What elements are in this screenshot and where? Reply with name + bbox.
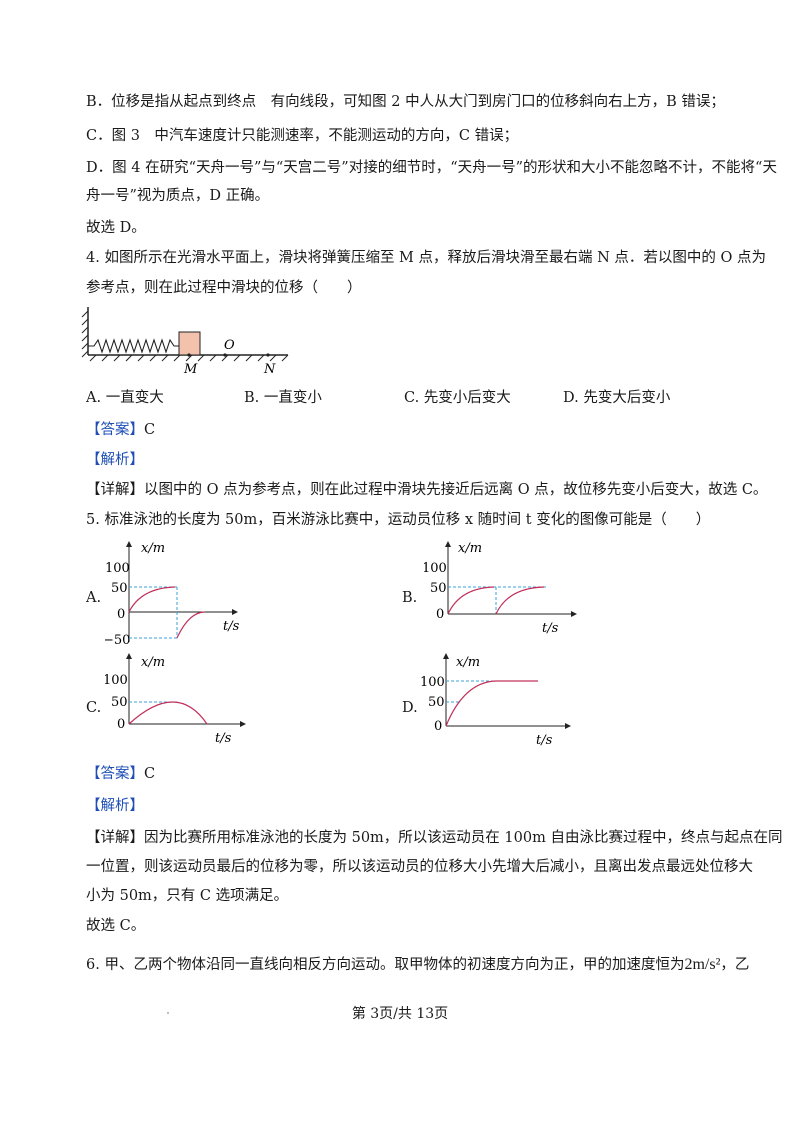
tick-0: 0: [436, 607, 444, 622]
option-d-explanation-line2: 舟一号”视为质点，D 正确。: [86, 188, 270, 204]
detail-tag: 【详解】: [86, 830, 144, 846]
tick-100: 100: [420, 675, 445, 690]
q5-choose-statement: 故选 C。: [86, 918, 146, 934]
q4-option-d: D. 先变大后变小: [563, 390, 671, 406]
tick-100: 100: [424, 561, 447, 576]
q4-analysis-tag: 【解析】: [86, 450, 144, 470]
answer-value: C: [144, 422, 156, 438]
q4-option-b: B. 一直变小: [244, 390, 322, 406]
q5-analysis-tag: 【解析】: [86, 796, 144, 816]
xlabel: t/s: [542, 621, 559, 636]
option-d-explanation-line1: D．图 4 在研究“天舟一号”与“天宫二号”对接的细节时，“天舟一号”的形状和大…: [86, 160, 777, 176]
q4-spring-figure: O M N: [81, 307, 289, 377]
xlabel: t/s: [215, 731, 232, 746]
detail-text: 因为比赛所用标准泳池的长度为 50m，所以该运动员在 100m 自由泳比赛过程中…: [144, 830, 783, 846]
answer-tag: 【答案】: [86, 422, 144, 438]
q4-answer: 【答案】C: [86, 420, 155, 440]
xlabel: t/s: [223, 619, 240, 634]
q4-stem-line1: 4. 如图所示在光滑水平面上，滑块将弹簧压缩至 M 点，释放后滑块滑至最右端 N…: [86, 250, 767, 266]
slider-block: [178, 331, 201, 356]
ylabel: x/m: [141, 655, 165, 670]
tick-0: 0: [434, 719, 442, 734]
q5-detail-line2: 一位置，则该运动员最后的位移为零，所以该运动员的位移大小先增大后减小，且离出发点…: [86, 859, 753, 875]
option-b-explanation: B．位移是指从起点到终点 有向线段，可知图 2 中人从大门到房门口的位移斜向右上…: [86, 94, 725, 110]
q4-detail: 【详解】以图中的 O 点为参考点，则在此过程中滑块先接近后远离 O 点，故位移先…: [86, 480, 767, 500]
ylabel: x/m: [141, 541, 165, 556]
answer-tag: 【答案】: [86, 766, 144, 782]
analysis-tag: 【解析】: [86, 452, 144, 468]
tick-0: 0: [117, 607, 125, 622]
q5-graph-c-letter: C.: [86, 700, 102, 716]
q6-stem-text: 6. 甲、乙两个物体沿同一直线向相反方向运动。取甲物体的初速度方向为正，甲的加速…: [86, 957, 685, 973]
q5-stem: 5. 标准泳池的长度为 50m，百米游泳比赛中，运动员位移 x 随时间 t 变化…: [86, 512, 711, 528]
q4-stem-line2: 参考点，则在此过程中滑块的位移（ ）: [86, 280, 362, 296]
q5-graph-d: x/m 100 50 0 t/s: [420, 653, 571, 748]
tick-100: 100: [105, 673, 128, 688]
tick-0: 0: [117, 717, 125, 732]
detail-tag: 【详解】: [86, 482, 144, 498]
page-footer: 第 3页/共 13页: [351, 1006, 449, 1022]
detail-text: 以图中的 O 点为参考点，则在此过程中滑块先接近后远离 O 点，故位移先变小后变…: [144, 482, 768, 498]
label-n: N: [263, 362, 276, 377]
tick-50: 50: [111, 581, 128, 596]
q5-graph-b-letter: B.: [402, 590, 418, 606]
choose-d-statement: 故选 D。: [86, 220, 146, 236]
q4-option-a: A. 一直变大: [86, 390, 164, 406]
tick-100: 100: [105, 561, 130, 576]
ylabel: x/m: [456, 655, 480, 670]
q5-graph-b: x/m 100 50 0 t/s: [424, 541, 577, 636]
q5-graph-d-letter: D.: [402, 700, 418, 716]
label-o: O: [224, 338, 235, 353]
q5-graph-a: x/m 100 50 0 −50 t/s: [105, 541, 240, 648]
xlabel: t/s: [536, 733, 553, 748]
analysis-tag: 【解析】: [86, 798, 144, 814]
tick-neg50: −50: [105, 633, 130, 648]
label-m: M: [183, 362, 198, 377]
tick-50: 50: [111, 695, 128, 710]
q5-detail-line3: 小为 50m，只有 C 选项满足。: [86, 888, 289, 904]
q6-acceleration: 2m/s²: [684, 956, 721, 973]
q4-option-c: C. 先变小后变大: [404, 390, 511, 406]
ylabel: x/m: [458, 541, 482, 556]
q5-answer: 【答案】C: [86, 764, 155, 784]
scan-dot: [167, 1012, 169, 1014]
option-c-explanation: C．图 3 中汽车速度计只能测速率，不能测运动的方向，C 错误；: [86, 128, 519, 144]
q6-stem: 6. 甲、乙两个物体沿同一直线向相反方向运动。取甲物体的初速度方向为正，甲的加速…: [86, 955, 749, 975]
q5-graph-c: x/m 100 50 0 t/s: [105, 653, 246, 746]
answer-value: C: [144, 766, 156, 782]
q5-detail-line1: 【详解】因为比赛所用标准泳池的长度为 50m，所以该运动员在 100m 自由泳比…: [86, 828, 782, 848]
tick-50: 50: [428, 695, 445, 710]
q6-stem-tail: ，乙: [720, 957, 750, 973]
q5-graph-a-letter: A.: [86, 590, 102, 606]
tick-50: 50: [430, 581, 447, 596]
